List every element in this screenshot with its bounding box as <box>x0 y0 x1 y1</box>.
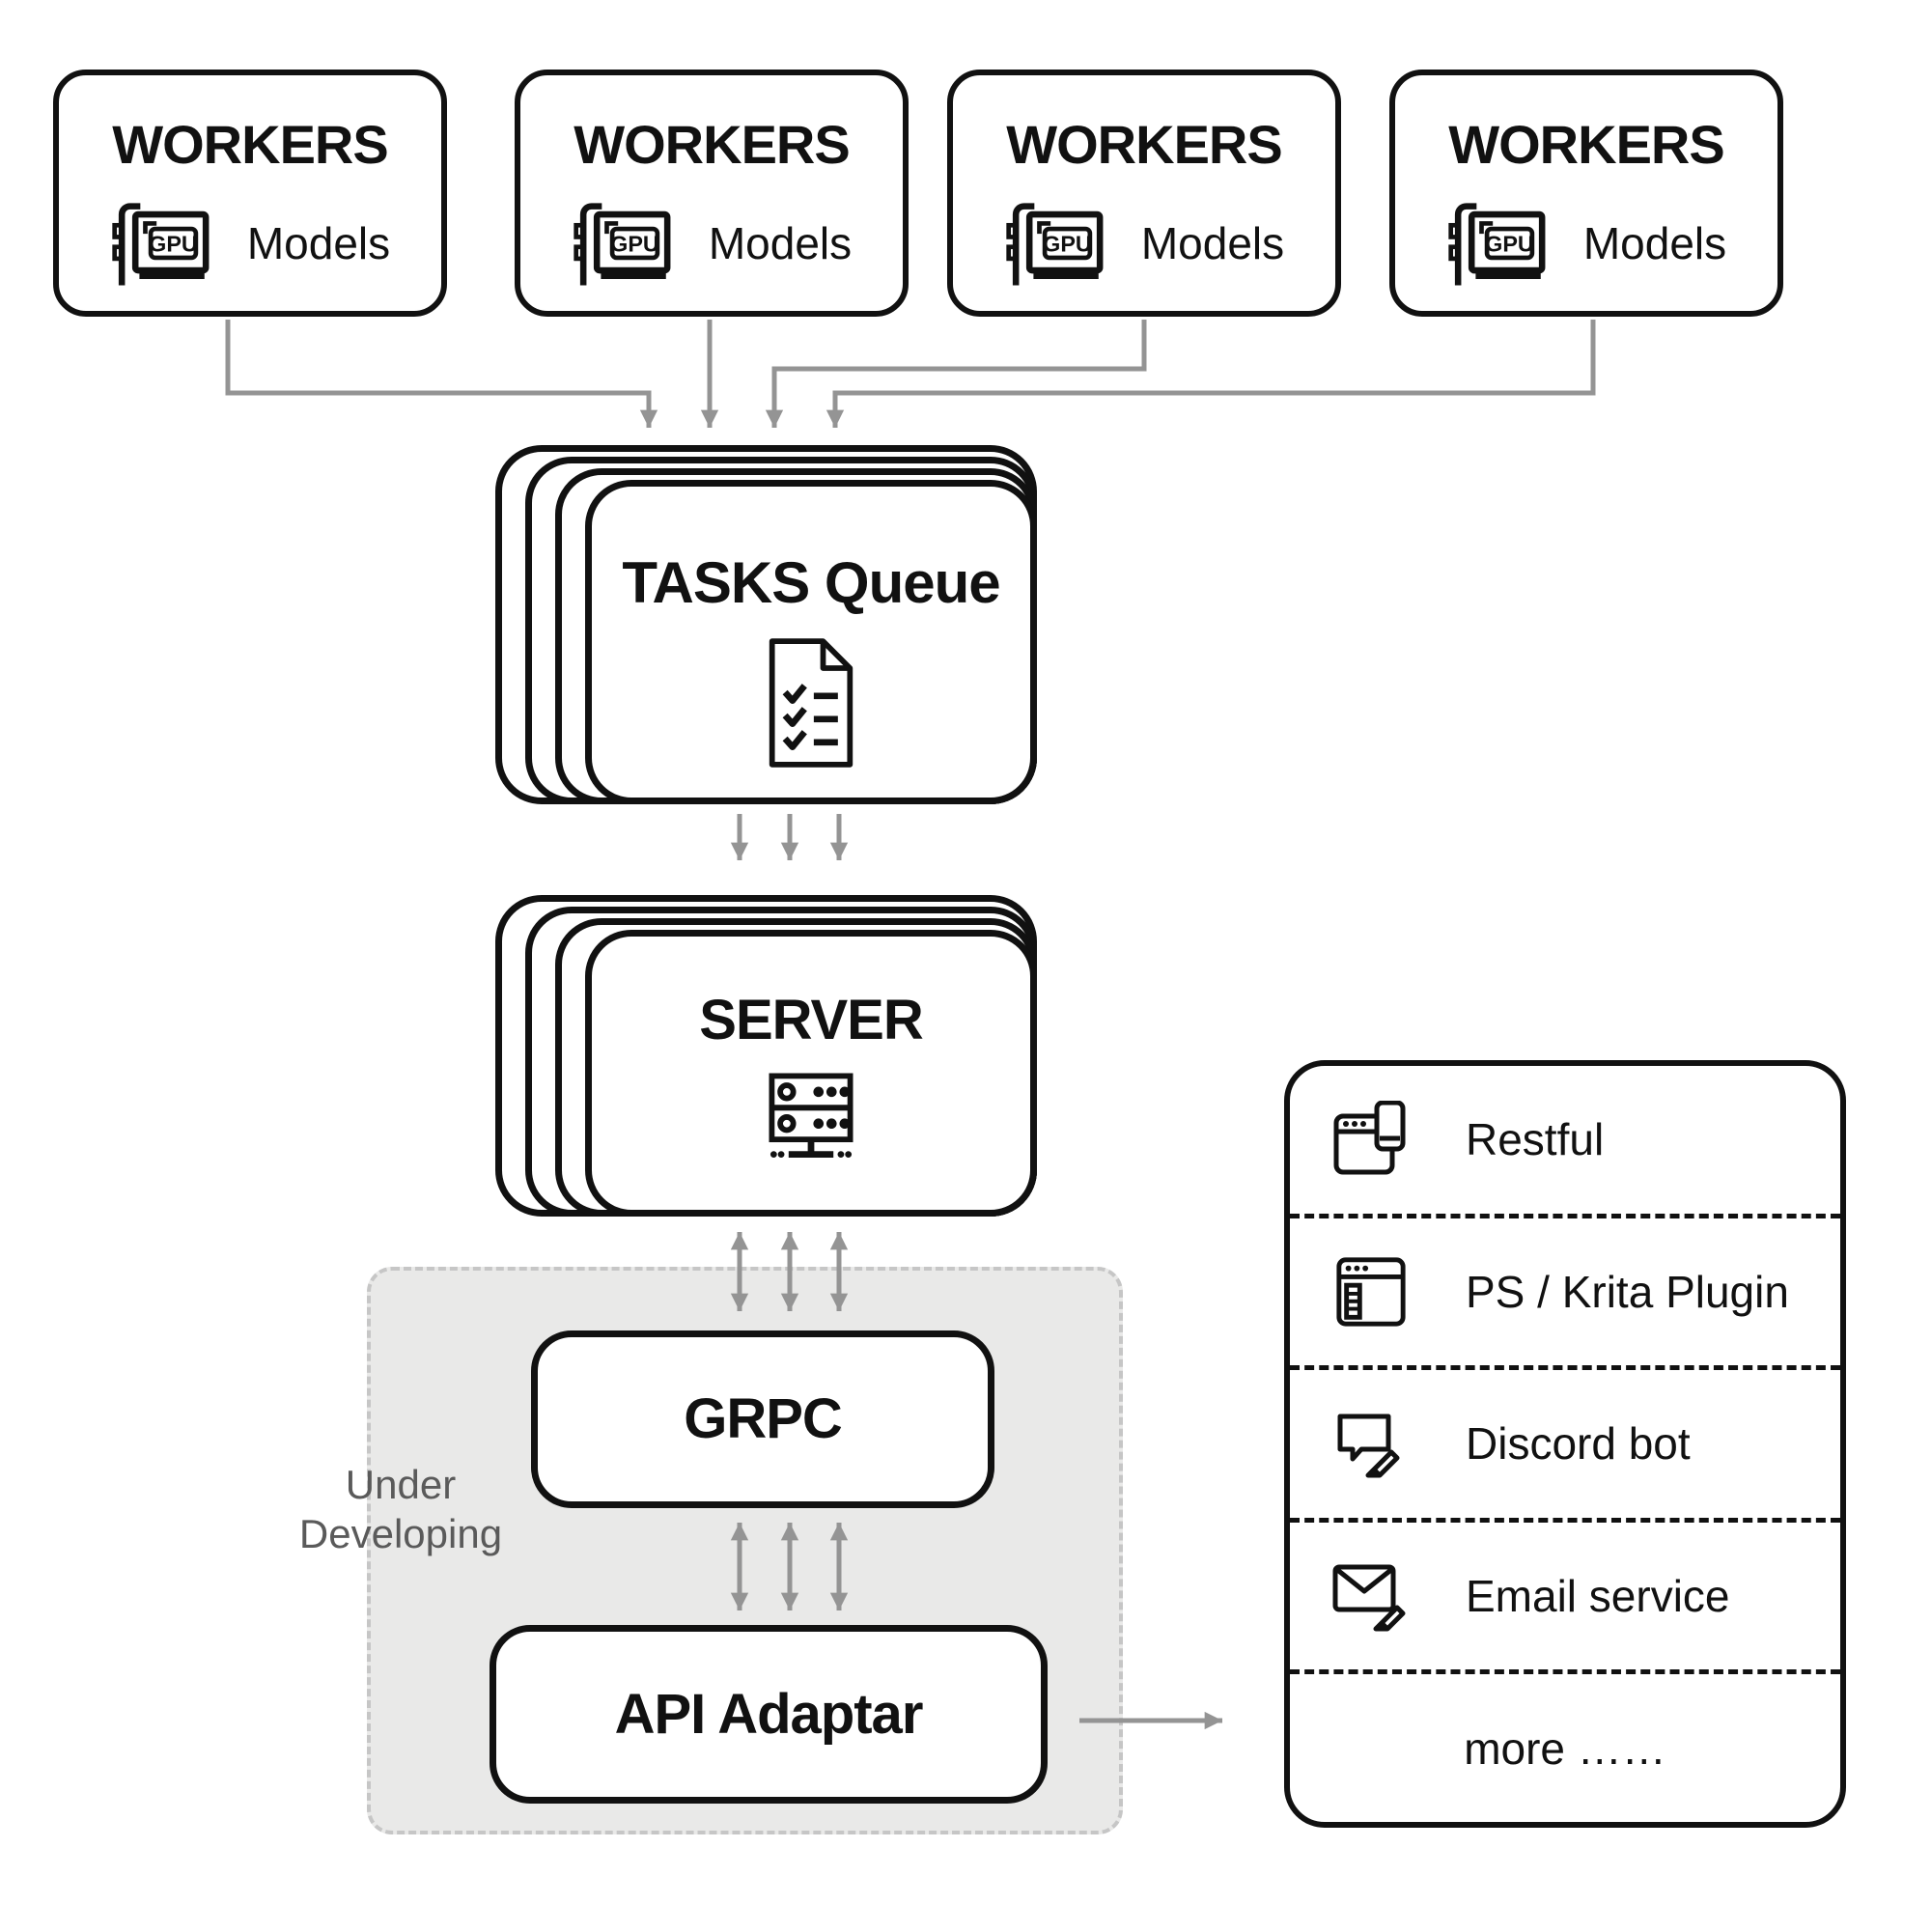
client-label: Restful <box>1466 1114 1605 1165</box>
worker-title: WORKERS <box>1448 114 1724 175</box>
client-row-email: Email service <box>1290 1517 1840 1670</box>
chat-pencil-icon <box>1330 1405 1412 1482</box>
grpc-title: GRPC <box>684 1387 843 1450</box>
gpu-label: GPU <box>1485 231 1534 256</box>
client-label: Discord bot <box>1466 1418 1691 1470</box>
server-title: SERVER <box>699 989 923 1051</box>
worker-content-row: GPU Models <box>572 197 852 290</box>
worker-content-row: GPU Models <box>1446 197 1726 290</box>
models-label: Models <box>246 218 391 268</box>
grpc-box: GRPC <box>531 1330 994 1508</box>
client-row-more: more …… <box>1290 1669 1840 1822</box>
more-label: more …… <box>1464 1722 1666 1774</box>
gpu-icon: GPU <box>1448 203 1546 286</box>
clients-panel: Restful PS / Krita Plugin <box>1284 1060 1846 1828</box>
tasks-queue-box: TASKS Queue <box>585 480 1037 804</box>
client-row-discord: Discord bot <box>1290 1365 1840 1518</box>
worker-title: WORKERS <box>112 114 388 175</box>
models-label: Models <box>708 218 853 268</box>
task-list-icon <box>769 638 854 768</box>
gpu-icon: GPU <box>574 203 671 286</box>
gpu-label: GPU <box>149 231 198 256</box>
server-rack-icon <box>769 1073 854 1158</box>
worker-title: WORKERS <box>574 114 850 175</box>
gpu-label: GPU <box>1043 231 1092 256</box>
email-pencil-icon <box>1330 1557 1412 1635</box>
models-label: Models <box>1582 218 1727 268</box>
arrow-worker4-to-queue <box>826 320 1596 428</box>
worker-box-1: WORKERS GPU Models <box>53 70 447 317</box>
gpu-icon: GPU <box>112 203 210 286</box>
plugin-window-icon <box>1330 1253 1412 1330</box>
arrow-worker1-to-queue <box>225 320 658 428</box>
worker-title: WORKERS <box>1006 114 1282 175</box>
api-adapter-box: API Adaptar <box>490 1625 1048 1804</box>
client-label: Email service <box>1466 1571 1730 1622</box>
models-label: Models <box>1140 218 1285 268</box>
client-label: PS / Krita Plugin <box>1466 1266 1789 1317</box>
worker-content-row: GPU Models <box>110 197 390 290</box>
server-box: SERVER <box>585 930 1037 1217</box>
arrow-worker3-to-queue <box>765 320 1147 428</box>
worker-content-row: GPU Models <box>1004 197 1284 290</box>
client-row-ps-krita: PS / Krita Plugin <box>1290 1213 1840 1366</box>
gpu-label: GPU <box>610 231 659 256</box>
api-adapter-title: API Adaptar <box>614 1682 924 1746</box>
worker-box-4: WORKERS GPU Models <box>1389 70 1783 317</box>
browser-phone-icon <box>1330 1101 1412 1178</box>
tasks-queue-title: TASKS Queue <box>622 550 1000 615</box>
client-row-restful: Restful <box>1290 1066 1840 1214</box>
gpu-icon: GPU <box>1006 203 1104 286</box>
under-developing-line2: Developing <box>298 1511 503 1557</box>
under-developing-label: Under Developing <box>266 1460 536 1558</box>
under-developing-line1: Under <box>345 1462 457 1507</box>
worker-box-3: WORKERS GPU Models <box>947 70 1341 317</box>
worker-box-2: WORKERS GPU Models <box>515 70 909 317</box>
